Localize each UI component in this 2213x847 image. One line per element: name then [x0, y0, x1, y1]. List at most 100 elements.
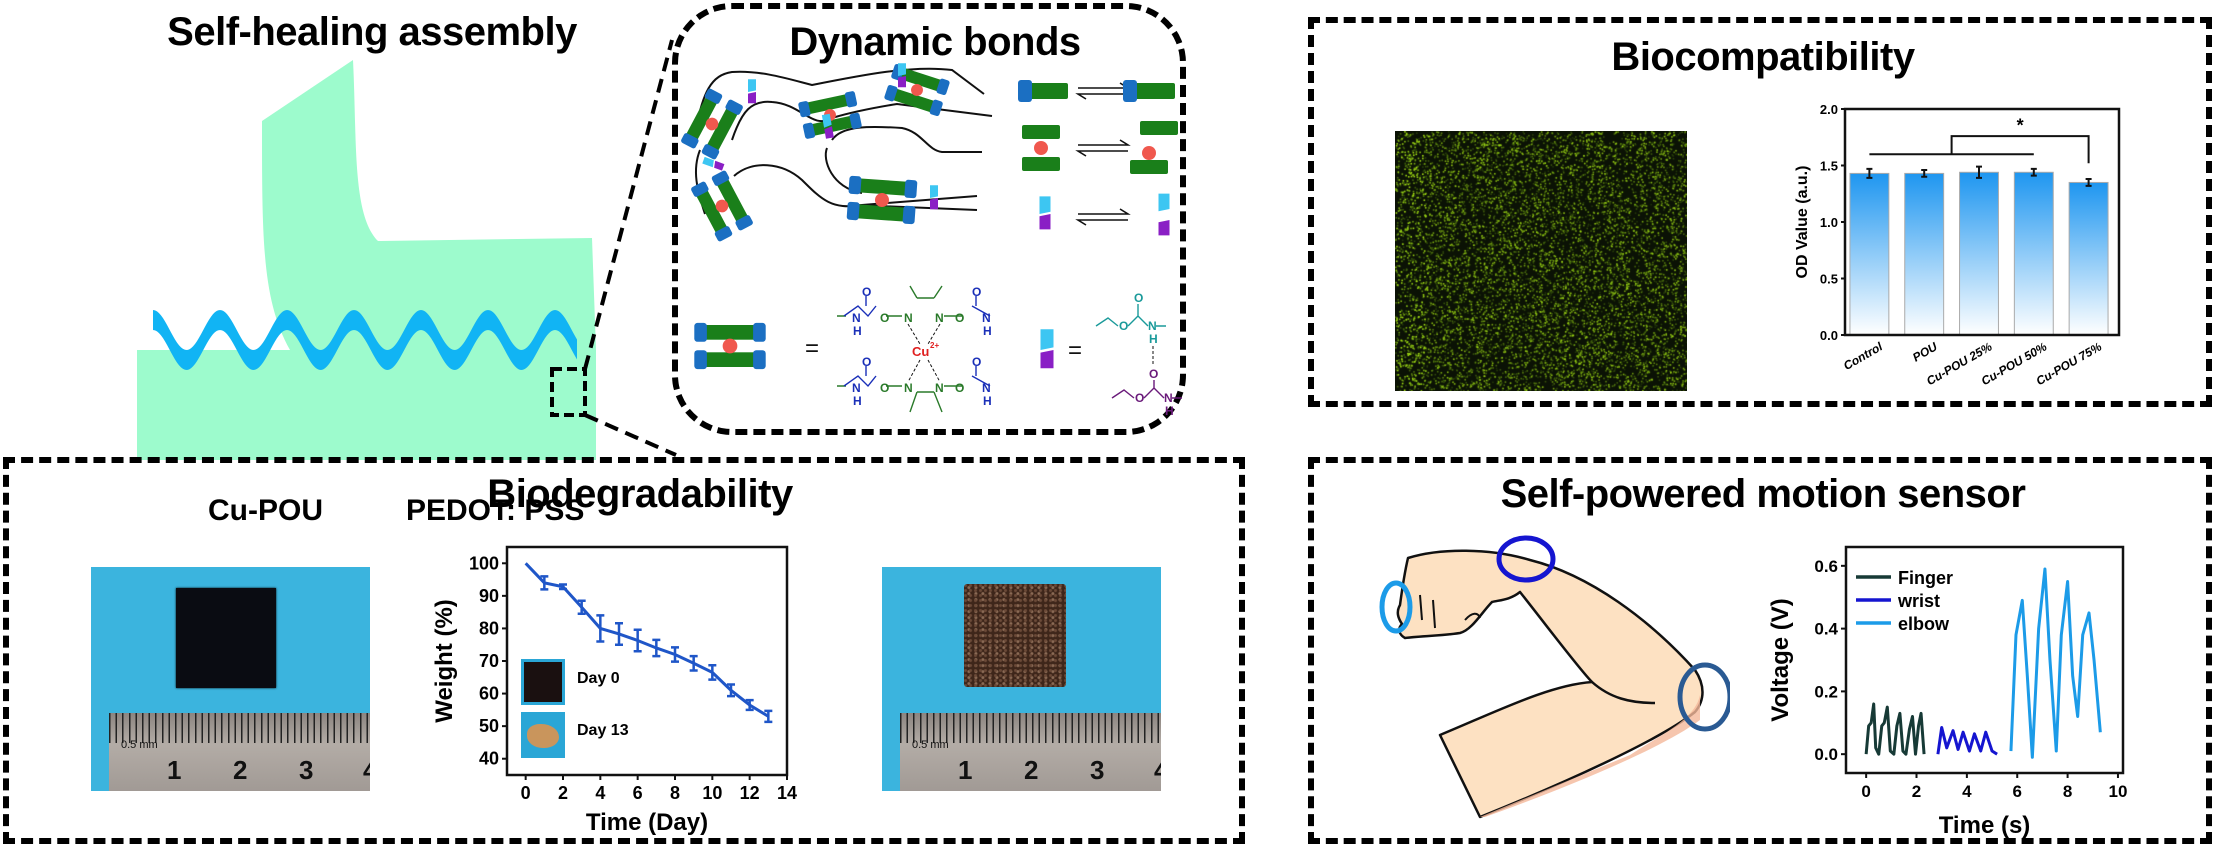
ligand-backbone-bottom	[837, 385, 962, 413]
reverse-arrow	[1075, 219, 1128, 226]
polymer-chains	[693, 67, 993, 215]
ruler-number-2: 2	[233, 755, 248, 785]
atom-o: O	[862, 285, 871, 299]
y-axis-label: Voltage (V)	[1770, 598, 1794, 722]
equals-sign: =	[805, 335, 819, 362]
x-tick-label: 4	[595, 783, 605, 803]
hbond-acceptor	[898, 76, 906, 88]
error-bar	[615, 621, 623, 646]
reverse-arrow	[1075, 150, 1128, 157]
equilibrium-row-2	[1022, 121, 1178, 174]
green-ligand-block	[804, 93, 851, 115]
forward-arrow	[1078, 208, 1131, 215]
blue-cap	[929, 99, 943, 117]
arm-illustration	[1379, 535, 1730, 819]
atom-o: O	[972, 355, 981, 369]
y-tick-label: 0.2	[1814, 682, 1838, 701]
y-tick-label: 70	[479, 651, 499, 671]
self-healing-diagram	[137, 39, 677, 460]
y-tick-label: 0.5	[1820, 272, 1838, 287]
atom-o: O	[1135, 391, 1144, 405]
error-bar	[652, 638, 661, 658]
copper-charge: 2+	[930, 341, 939, 350]
atom-n: N	[1164, 391, 1173, 405]
copper-label: Cu	[912, 344, 929, 359]
inset-day13-image	[521, 712, 565, 758]
atom-o: O	[1119, 319, 1128, 333]
ruler: 0.5 mm 1 2 3 4	[109, 713, 370, 791]
film-photo-day0: 0.5 mm 1 2 3 4	[91, 567, 370, 791]
error-bar	[708, 663, 717, 681]
motion-sensor-title: Self-powered motion sensor	[1500, 472, 2026, 516]
equilibrium-row-1	[1018, 80, 1175, 102]
inset-day0-sample	[524, 662, 562, 702]
blue-cap	[714, 226, 733, 242]
hbond-donor	[821, 113, 832, 128]
ruler-number-2: 2	[1024, 755, 1039, 785]
legend-label-pedot: PEDOT: PSS	[406, 494, 585, 527]
green-ligand-block	[705, 105, 739, 154]
atom-h: H	[1165, 404, 1174, 418]
y-tick-label: 0.0	[1820, 328, 1838, 343]
atom-n: N	[982, 381, 991, 395]
finger-lines	[1419, 594, 1481, 629]
atom-n: N	[935, 381, 944, 395]
green-ligand-block	[1130, 160, 1168, 174]
x-tick-label: POU	[1910, 339, 1940, 364]
legend-label-elbow: elbow	[1898, 614, 1950, 634]
legend-label-wrist: wrist	[1897, 591, 1940, 611]
x-tick-label: 6	[2013, 782, 2022, 801]
blue-cap	[848, 175, 862, 195]
error-bar	[689, 654, 698, 672]
error-bar	[596, 614, 605, 643]
plot-frame	[1843, 107, 2121, 337]
error-bar	[633, 628, 642, 653]
blue-cap	[884, 84, 898, 102]
cu-ion-dot	[875, 193, 889, 207]
fluorescence-image	[1395, 131, 1687, 391]
hydrogen-bond-pair	[748, 79, 756, 104]
equilibrium-arrows-icon	[1075, 82, 1131, 100]
hbond-acceptor	[1040, 350, 1054, 369]
y-tick-label: 50	[479, 716, 499, 736]
error-bar	[540, 575, 549, 591]
equilibrium-arrows-icon	[1075, 208, 1131, 226]
atom-n: N	[852, 311, 861, 325]
cu-ion-dot	[715, 199, 729, 213]
metal-ligand-pair	[681, 88, 743, 160]
x-tick-label: 4	[1962, 782, 1972, 801]
error-bar-2	[1976, 165, 1982, 179]
atom-o: O	[1149, 367, 1158, 381]
error-bar-1	[1921, 169, 1928, 178]
ligand-backbone-top	[837, 285, 962, 317]
x-tick-label: 10	[702, 783, 722, 803]
atom-n: N	[982, 311, 991, 325]
error-bar	[671, 646, 679, 663]
y-tick-label: 1.0	[1820, 215, 1838, 230]
green-ligand-block	[702, 325, 758, 340]
blue-cap	[725, 99, 743, 115]
blue-cap	[691, 181, 709, 197]
hbond-acceptor	[824, 126, 834, 139]
atom-o: O	[1134, 291, 1143, 305]
green-ligand-block	[854, 204, 908, 222]
error-bar-0	[1866, 167, 1873, 179]
cu-ion-dot	[1142, 146, 1156, 160]
y-tick-label: 1.5	[1820, 159, 1838, 174]
y-tick-label: 0.6	[1814, 557, 1838, 576]
hbond-donor	[1040, 329, 1054, 350]
significance-bracket	[1869, 135, 2090, 164]
cu-ion-dot	[705, 117, 719, 131]
cu-ion-dot	[1034, 141, 1048, 155]
ruler-number-3: 3	[1090, 755, 1105, 785]
urethane-acceptor	[1111, 380, 1182, 399]
metal-ligand-pair-legend	[694, 322, 766, 370]
atom-o: O	[862, 355, 871, 369]
green-ligand-block	[856, 178, 910, 196]
series-line-finger	[1864, 702, 1926, 756]
green-ligand-block	[1022, 125, 1060, 139]
blue-cap	[753, 350, 766, 370]
cu-ion-dot	[722, 338, 738, 354]
equals-sign: =	[1068, 337, 1082, 364]
